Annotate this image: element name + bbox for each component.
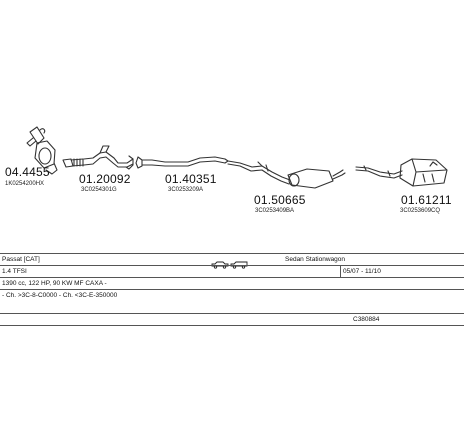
- vehicle-engine: 1.4 TFSI: [2, 268, 27, 275]
- part-reference: 3C0254301G: [81, 187, 117, 193]
- catalytic-converter-part: [26, 126, 58, 175]
- chassis-range: - Ch. >3C-8-C0000 - Ch. <3C-E-350000: [2, 292, 118, 299]
- catalogue-code: C380884: [353, 316, 380, 323]
- table-rule: [0, 325, 464, 326]
- table-rule: [0, 289, 464, 290]
- table-rule: [0, 253, 464, 254]
- production-period: 05/07 - 11/10: [343, 268, 381, 275]
- front-pipe-part: [62, 145, 134, 170]
- part-reference: 3C0253609CQ: [400, 208, 441, 214]
- part-reference: 1K0254200HX: [5, 181, 45, 187]
- intermediate-pipe-part: [135, 156, 229, 169]
- table-rule: [0, 277, 464, 278]
- rear-silencer-part: [355, 158, 448, 187]
- table-rule: [0, 265, 464, 266]
- engine-spec: 1390 cc, 122 HP, 90 KW MF CAXA -: [2, 280, 107, 287]
- part-number: 01.61211: [401, 193, 452, 207]
- exhaust-system-diagram: 04.4455 1K0254200HX 01.20092 3C0254301G …: [5, 126, 452, 214]
- part-number: 01.20092: [79, 172, 131, 186]
- vehicle-model: Passat [CAT]: [2, 256, 40, 263]
- part-number: 04.4455: [5, 165, 50, 179]
- centre-silencer-part: [227, 160, 346, 189]
- table-rule: [0, 313, 464, 314]
- vehicle-body: Sedan Stationwagon: [285, 256, 345, 263]
- part-number: 01.40351: [165, 172, 217, 186]
- part-number: 01.50665: [254, 193, 306, 207]
- part-reference: 3C0253209A: [168, 187, 204, 193]
- exhaust-drawing: [26, 126, 448, 189]
- column-divider: [340, 265, 341, 277]
- part-reference: 3C0253409BA: [255, 208, 295, 214]
